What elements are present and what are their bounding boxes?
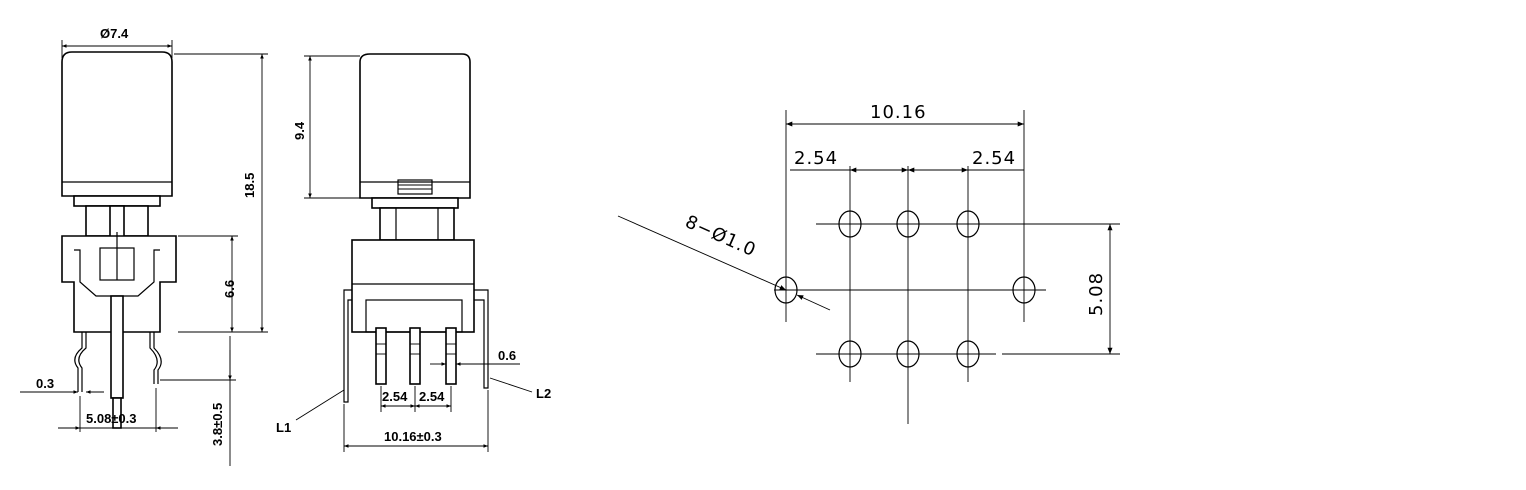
- side-lead-2-label: L2: [536, 386, 551, 401]
- side-bracket-right: [474, 289, 489, 389]
- side-view: 9.4 0.6 2.54 2.54 10.16±0.3 L1 L2: [276, 53, 551, 452]
- pcb-holes: [774, 210, 1036, 368]
- side-housing: [351, 239, 475, 333]
- side-pitch-right-label: 2.54: [419, 389, 445, 404]
- side-overall-width-label: 10.16±0.3: [384, 429, 442, 444]
- front-cap: [61, 51, 173, 197]
- front-total-height-label: 18.5: [242, 173, 257, 198]
- side-cap-height-label: 9.4: [292, 121, 307, 140]
- front-housing: [61, 235, 177, 333]
- side-pitch-left-label: 2.54: [382, 389, 408, 404]
- pcb-overall-width-label: 10.16: [870, 102, 927, 123]
- pcb-layout: 10.16 2.54 2.54 5.08 8−Ø1.0: [617, 102, 1120, 424]
- pcb-pitch-left-label: 2.54: [794, 148, 838, 169]
- front-pin-thickness-label: 0.3: [36, 376, 54, 391]
- front-left-pin: [74, 332, 87, 392]
- pcb-pitch-right-label: 2.54: [972, 148, 1016, 169]
- side-pin-width-label: 0.6: [498, 348, 516, 363]
- side-pins: [375, 327, 457, 385]
- front-diameter-label: Ø7.4: [100, 26, 129, 41]
- front-right-pin: [149, 332, 162, 384]
- side-lead-1-label: L1: [276, 420, 291, 435]
- front-view: Ø7.4 18.5 6.6 0.3 5.08±0.3 3.8±0.5: [20, 26, 268, 466]
- front-body-height-label: 6.6: [222, 280, 237, 298]
- pcb-row-spacing-label: 5.08: [1086, 272, 1107, 316]
- pcb-hole-spec-label: 8−Ø1.0: [682, 211, 759, 261]
- side-bracket-left: [343, 289, 352, 403]
- front-pin-length-label: 3.8±0.5: [210, 403, 225, 446]
- side-cap: [359, 53, 471, 199]
- front-pin-pitch-label: 5.08±0.3: [86, 411, 137, 426]
